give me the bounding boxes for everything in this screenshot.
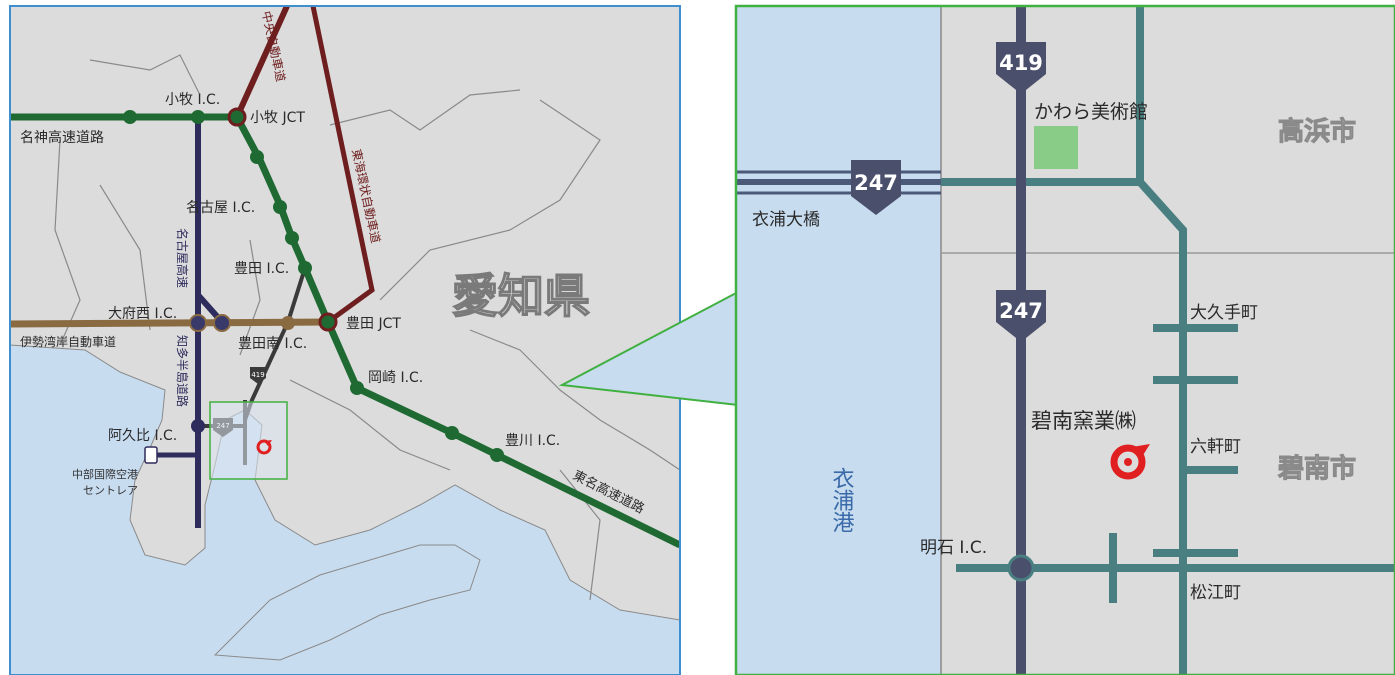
company-label: 碧南窯業㈱ (1031, 409, 1136, 433)
nagoya-expressway-label: 名古屋高速 (175, 228, 190, 288)
ic-dots (123, 107, 504, 462)
obu-nishi-ic-label: 大府西 I.C. (108, 306, 177, 322)
akashi-ic-label: 明石 I.C. (920, 538, 987, 558)
centrair-airport-icon (144, 446, 158, 464)
meishin-label: 名神高速道路 (20, 129, 104, 146)
okazaki-ic-label: 岡崎 I.C. (368, 370, 423, 386)
kinuura-port-label: 衣浦港 (829, 467, 855, 533)
takahama-label: 高浜市 (1278, 116, 1356, 147)
centrair-label-2: セントレア (83, 484, 138, 497)
route-247-shield-horizontal: 247 (851, 160, 901, 215)
svg-text:247: 247 (854, 171, 898, 195)
chita-hanto-label: 知多半島道路 (175, 335, 190, 407)
komaki-ic-label: 小牧 I.C. (165, 92, 220, 108)
kinuura-bay (736, 6, 941, 675)
hekinan-label: 碧南市 (1277, 453, 1356, 484)
toyota-jct-label: 豊田 JCT (346, 316, 401, 332)
akuhi-ic-label: 阿久比 I.C. (108, 428, 177, 444)
tokai-kanjo-expressway (310, 6, 375, 325)
detail-area-highlight (209, 401, 288, 480)
company-logo-icon (1110, 444, 1150, 480)
route-419-shield: 419 (996, 42, 1046, 94)
isewan-expressway (10, 318, 331, 328)
rokken-cho-label: 六軒町 (1190, 437, 1241, 457)
kinuura-ohashi-label: 衣浦大橋 (752, 210, 820, 230)
komaki-jct-label: 小牧 JCT (250, 110, 305, 126)
nagoya-ic-label: 名古屋 I.C. (186, 200, 255, 216)
toyota-minami-ic-label: 豊田南 I.C. (238, 336, 307, 352)
prefecture-label: 愛知県 (452, 269, 590, 323)
svg-text:419: 419 (999, 51, 1043, 75)
kawara-museum-label: かわら美術館 (1034, 101, 1148, 123)
kinuura-ohashi-bridge (736, 170, 941, 195)
akashi-ic-marker (1007, 554, 1035, 582)
toyokawa-ic-label: 豊川 I.C. (505, 433, 560, 449)
isewan-label: 伊勢湾岸自動車道 (20, 334, 116, 349)
route-247-shield-vertical: 247 (996, 290, 1046, 342)
company-logo-small-icon (256, 439, 272, 455)
chuo-expressway (234, 6, 290, 119)
detail-frame (734, 4, 1395, 675)
matsue-cho-label: 松江町 (1190, 583, 1241, 603)
okute-cho-label: 大久手町 (1190, 303, 1258, 323)
centrair-label-1: 中部国際空港 (72, 467, 138, 481)
svg-text:419: 419 (251, 371, 264, 379)
toyota-ic-label: 豊田 I.C. (234, 261, 289, 277)
overview-sea-inner (213, 544, 481, 661)
tomei-expressway (233, 115, 680, 549)
svg-text:247: 247 (999, 299, 1043, 323)
route-419-badge-overview: 419 (250, 367, 266, 384)
detail-map: 419 247 247 かわら美術館 高浜市 衣浦大橋 大久手町 碧南窯業㈱ 六… (736, 6, 1395, 675)
kawara-museum-icon (1034, 126, 1078, 169)
overview-map: 419 247 名神高速道路 小牧 I.C. 小牧 JCT 名古屋 I.C. 豊… (10, 6, 680, 675)
